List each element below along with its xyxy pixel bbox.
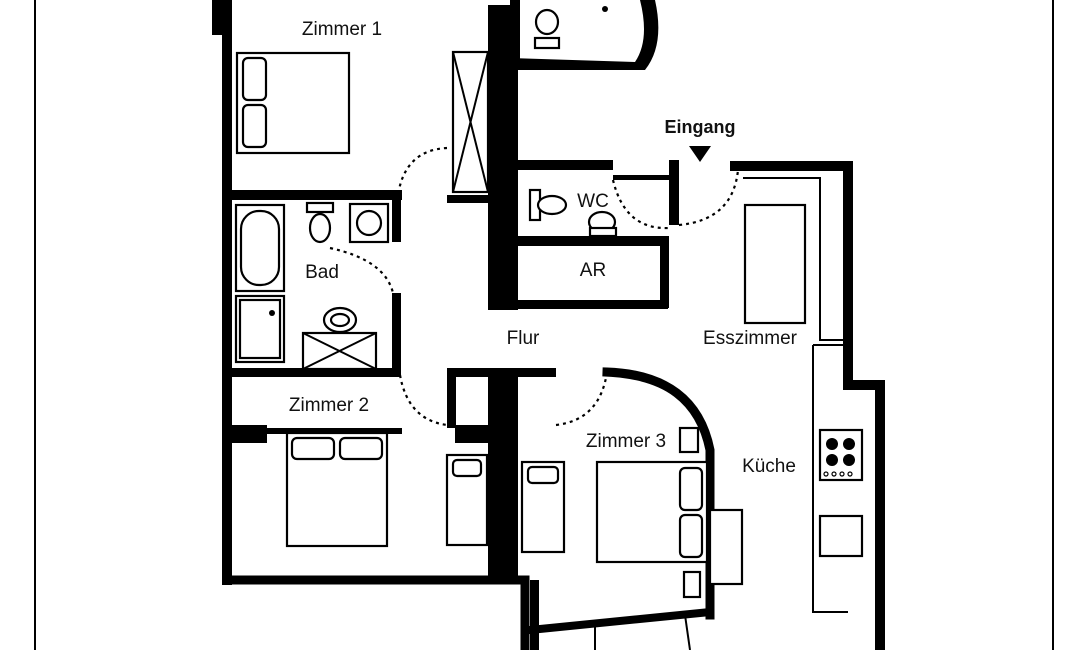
room-label-kueche: Küche — [742, 456, 796, 477]
room-label-esszimmer: Esszimmer — [703, 328, 798, 349]
door-swings — [329, 146, 740, 427]
nightstand-zimmer2 — [445, 453, 489, 547]
room-label-ar: AR — [580, 260, 606, 281]
sink-bad — [301, 306, 378, 371]
room-label-zimmer3: Zimmer 3 — [586, 431, 666, 452]
bed-zimmer3 — [595, 426, 709, 599]
room-label-zimmer1: Zimmer 1 — [302, 19, 382, 40]
toilet-wc — [528, 188, 618, 238]
triangle-down-icon — [689, 146, 711, 162]
interior-lines — [594, 177, 848, 650]
bed-small-zimmer3 — [520, 460, 566, 554]
bathtub — [234, 203, 286, 293]
kitchen-sink — [818, 514, 864, 558]
bed-zimmer1 — [235, 51, 351, 155]
washing-machine — [348, 202, 390, 244]
entrance-label: Eingang — [665, 117, 736, 137]
toilet-bad — [305, 201, 335, 244]
stove-icon — [818, 428, 864, 482]
wardrobe-zimmer1 — [451, 50, 490, 194]
shower — [234, 294, 286, 364]
toilet-upper — [533, 6, 608, 50]
room-label-flur: Flur — [507, 328, 540, 349]
room-label-bad: Bad — [305, 262, 339, 283]
room-label-zimmer2: Zimmer 2 — [289, 395, 369, 416]
bed-zimmer2 — [285, 431, 389, 548]
walls — [212, 0, 885, 650]
page-border — [34, 0, 1054, 650]
room-label-wc: WC — [577, 191, 609, 212]
